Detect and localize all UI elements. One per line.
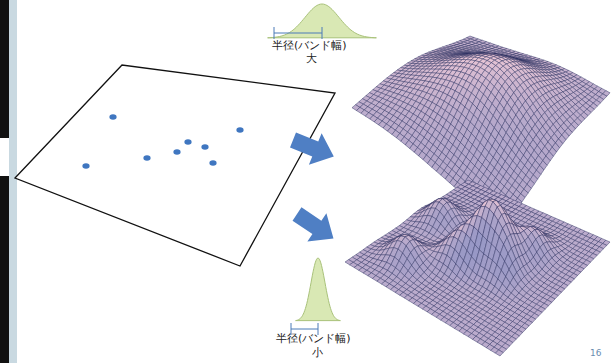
sample-plane bbox=[15, 65, 335, 266]
sample-dot bbox=[209, 160, 216, 166]
sample-dot bbox=[173, 149, 180, 155]
side-bar bbox=[0, 0, 9, 138]
sample-dot bbox=[143, 155, 150, 161]
sample-dot bbox=[82, 163, 89, 169]
sample-points bbox=[82, 114, 243, 169]
sample-dot bbox=[201, 144, 208, 150]
sample-dot bbox=[109, 114, 116, 120]
density-surface-wide bbox=[352, 36, 610, 227]
sample-dot bbox=[184, 139, 191, 145]
sample-dot bbox=[236, 127, 243, 133]
side-bar bbox=[0, 176, 9, 363]
side-bar bbox=[9, 0, 17, 363]
density-surface-narrow bbox=[345, 180, 610, 356]
